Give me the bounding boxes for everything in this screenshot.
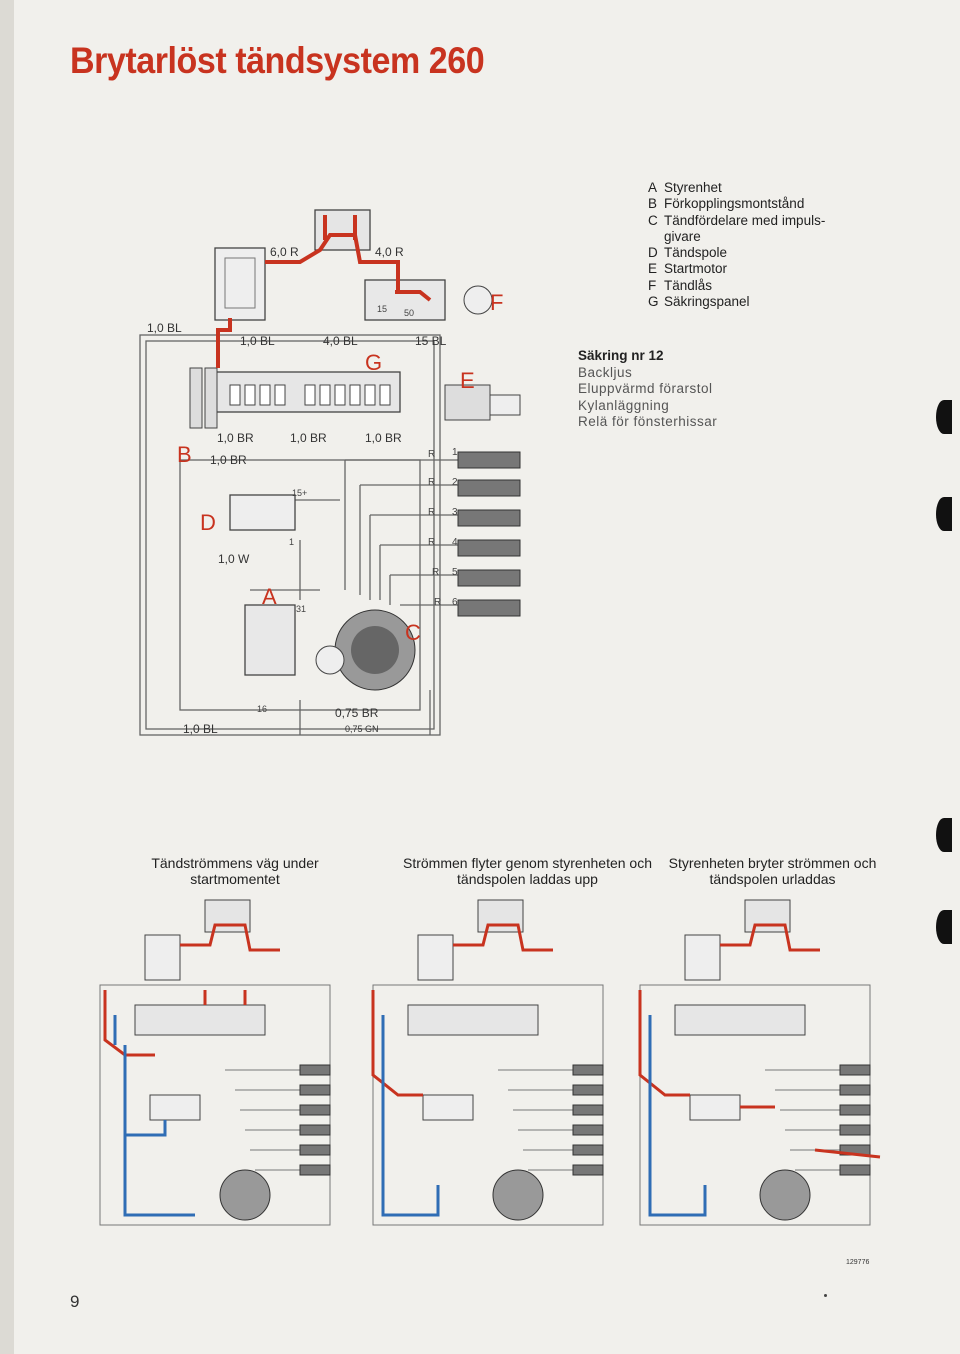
page-edge <box>0 0 14 1354</box>
wire-label: 1,0 BR <box>210 453 247 467</box>
reference-number: 129776 <box>846 1259 870 1266</box>
wire-label: 4,0 R <box>375 245 404 259</box>
fuse-item: Backljus <box>578 364 633 380</box>
dot-mark <box>824 1294 827 1297</box>
component-letter-b: B <box>177 442 192 467</box>
resistor-label: R <box>428 537 435 548</box>
fuse-item: Eluppvärmd förarstol <box>578 381 713 396</box>
fuse-info: Säkring nr 12 Backljus Eluppvärmd förars… <box>578 348 717 431</box>
fuse-heading: Säkring nr 12 <box>578 348 664 363</box>
ignition-coil <box>229 494 296 531</box>
legend-row: givare <box>664 228 701 244</box>
component-letter-g: G <box>365 350 382 375</box>
terminal-label: 16 <box>257 704 267 714</box>
caption-discharging: Styrenheten bryter strömmen och tändspol… <box>668 855 877 887</box>
ballast-resistors <box>189 367 218 429</box>
terminal-label: 1 <box>289 537 294 547</box>
resistor-label: R <box>432 567 439 578</box>
terminal-label: 15+ <box>292 488 307 498</box>
wire-label: 4,0 BL <box>323 334 358 348</box>
terminal-label: 15 <box>377 304 387 314</box>
fuse-item: Kylanläggning <box>578 397 670 413</box>
starter-motor <box>444 384 521 421</box>
wire-label: 6,0 R <box>270 245 299 259</box>
caption-startup: Tändströmmens väg under startmomentet <box>151 855 319 887</box>
fuse-panel <box>209 371 401 413</box>
battery-icon <box>214 247 266 321</box>
plug-number: 5 <box>452 567 458 578</box>
ignition-switch <box>364 279 446 321</box>
wire-label: 1,0 BL <box>147 321 182 335</box>
plug-number: 4 <box>452 537 458 548</box>
fuse-item: Relä för fönsterhissar <box>578 414 718 429</box>
component-letter-f: F <box>490 290 503 315</box>
binder-hole <box>936 818 952 852</box>
component-letter-c: C <box>405 620 421 645</box>
binder-hole <box>936 497 952 531</box>
plug-number: 3 <box>452 507 458 518</box>
resistor-label: R <box>428 477 435 488</box>
distributor <box>315 609 416 691</box>
binder-hole <box>936 910 952 944</box>
terminal-label: 50 <box>404 308 414 318</box>
wire-label: 0,75 BR <box>335 706 379 720</box>
control-unit-a <box>244 604 296 676</box>
component-letter-d: D <box>200 510 216 535</box>
terminal-label: 31 <box>296 604 306 614</box>
wire-label: 0,75 GN <box>345 724 379 734</box>
resistor-label: R <box>428 449 435 460</box>
resistor-label: R <box>428 507 435 518</box>
wire-label: 15 BL <box>415 334 447 348</box>
page-title: Brytarlöst tändsystem 260 <box>70 40 485 81</box>
plug-number: 1 <box>452 447 458 458</box>
component-letter-a: A <box>262 584 277 609</box>
small-diagram-charging <box>371 899 604 1226</box>
resistor-label: R <box>434 597 441 608</box>
wire-label: 1,0 BR <box>365 431 402 445</box>
plug-number: 6 <box>452 597 458 608</box>
component-letter-e: E <box>460 368 475 393</box>
wire-label: 1,0 W <box>218 552 250 566</box>
small-diagram-discharging <box>638 899 881 1226</box>
wire-label: 1,0 BR <box>290 431 327 445</box>
spark-plugs <box>457 451 521 617</box>
wire-label: 1,0 BL <box>240 334 275 348</box>
caption-charging: Strömmen flyter genom styrenheten och tä… <box>402 855 652 887</box>
wire-label: 1,0 BL <box>183 722 218 736</box>
wire-label: 1,0 BR <box>217 431 254 445</box>
binder-hole <box>936 400 952 434</box>
page-number: 9 <box>70 1292 80 1311</box>
small-diagram-startup <box>99 899 331 1226</box>
main-wiring-diagram: A B C D E F G 6,0 R 4,0 R 1,0 BL 1,0 BL … <box>139 209 521 736</box>
plug-number: 2 <box>452 477 458 488</box>
